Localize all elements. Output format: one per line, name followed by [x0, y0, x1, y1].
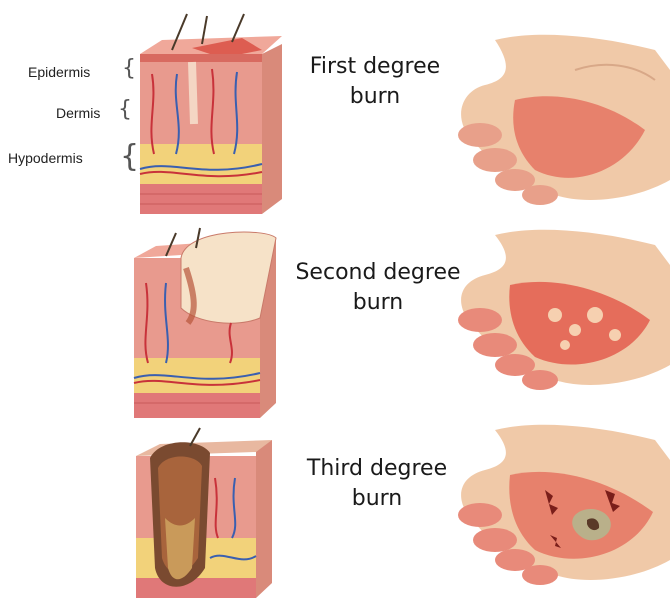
burn-title-first-line1: First degree — [290, 52, 460, 82]
burn-title-third-degree: Third degree burn — [287, 454, 467, 514]
hand-second-degree — [455, 225, 670, 400]
burn-title-second-line1: Second degree — [278, 258, 478, 288]
hand-third-degree — [455, 420, 670, 590]
burn-title-third-line1: Third degree — [287, 454, 467, 484]
burn-title-second-degree: Second degree burn — [278, 258, 478, 318]
burn-title-first-degree: First degree burn — [290, 52, 460, 112]
brace-dermis: { — [118, 99, 132, 121]
burn-title-third-line2: burn — [287, 484, 467, 514]
skin-cross-section-second-degree — [126, 228, 286, 418]
label-hypodermis: Hypodermis — [8, 150, 83, 166]
hand-first-degree — [455, 30, 670, 220]
label-dermis: Dermis — [56, 105, 100, 121]
burn-title-first-line2: burn — [290, 82, 460, 112]
label-epidermis: Epidermis — [28, 64, 90, 80]
skin-cross-section-third-degree — [130, 428, 280, 598]
skin-cross-section-first-degree — [132, 14, 292, 214]
burn-title-second-line2: burn — [278, 288, 478, 318]
